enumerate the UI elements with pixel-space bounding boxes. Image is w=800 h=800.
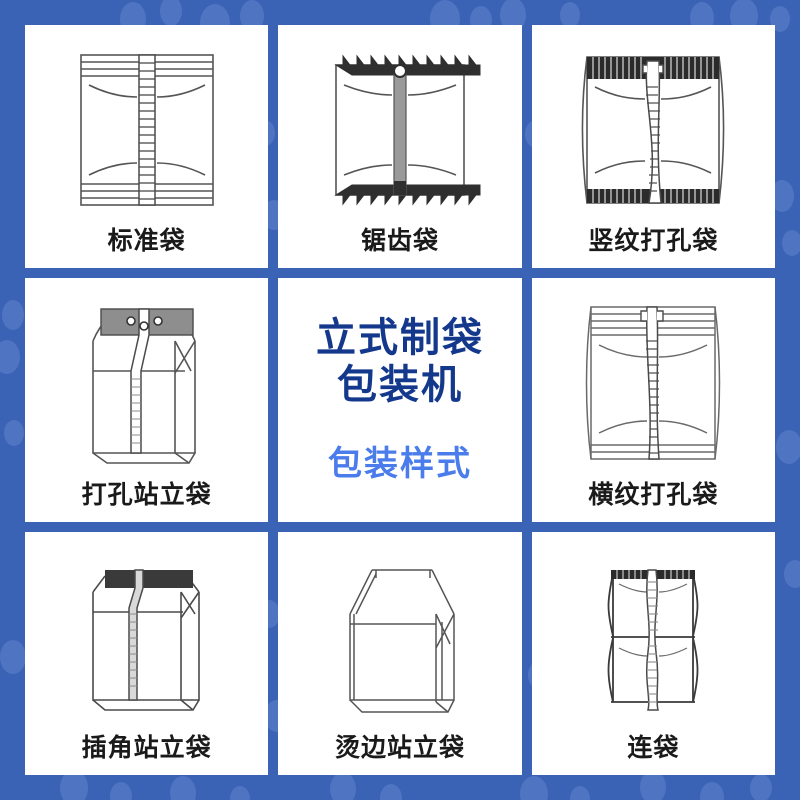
horizontal-stripe-perforated-bag-icon — [532, 278, 775, 482]
bag-label: 锯齿袋 — [360, 227, 439, 256]
promo-line-2: 包装机 — [336, 363, 463, 408]
vertical-stripe-perforated-bag-icon — [532, 25, 775, 229]
bag-card-horizontal-stripe[interactable]: 横纹打孔袋 — [531, 278, 775, 522]
bag-label: 连袋 — [627, 733, 680, 762]
bag-card-vertical-stripe-bag[interactable]: 竖纹打孔袋 — [531, 25, 775, 269]
bag-card-standard-bag[interactable]: 标准袋 — [25, 25, 269, 269]
bag-card-chain-bag[interactable]: 连袋 — [531, 531, 775, 775]
bag-card-sealed-edge-standup[interactable]: 烫边站立袋 — [278, 531, 522, 775]
bag-label: 插角站立袋 — [81, 733, 212, 762]
promo-line-1: 立式制袋 — [315, 316, 484, 361]
bag-label: 烫边站立袋 — [334, 733, 465, 762]
bag-label: 打孔站立袋 — [81, 480, 212, 509]
bag-style-grid: 标准袋 锯齿袋 — [25, 25, 775, 775]
bag-label: 竖纹打孔袋 — [588, 227, 719, 256]
bag-card-sawtooth-bag[interactable]: 锯齿袋 — [278, 25, 522, 269]
bag-card-gusset-standup[interactable]: 插角站立袋 — [25, 531, 269, 775]
sealed-edge-stand-up-bag-icon — [278, 532, 521, 736]
promo-card: 立式制袋 包装机 包装样式 — [278, 278, 522, 522]
continuous-chain-bag-icon — [532, 532, 775, 736]
bag-label: 横纹打孔袋 — [588, 480, 719, 509]
stand-up-pouch-with-holes-icon — [25, 278, 268, 482]
bag-label: 标准袋 — [107, 227, 186, 256]
pillow-bag-back-seal-icon — [25, 25, 268, 229]
bag-card-perforated-standup[interactable]: 打孔站立袋 — [25, 278, 269, 522]
sawtooth-edge-bag-icon — [278, 25, 521, 229]
gusseted-stand-up-bag-icon — [25, 532, 268, 736]
promo-line-3: 包装样式 — [327, 444, 472, 483]
